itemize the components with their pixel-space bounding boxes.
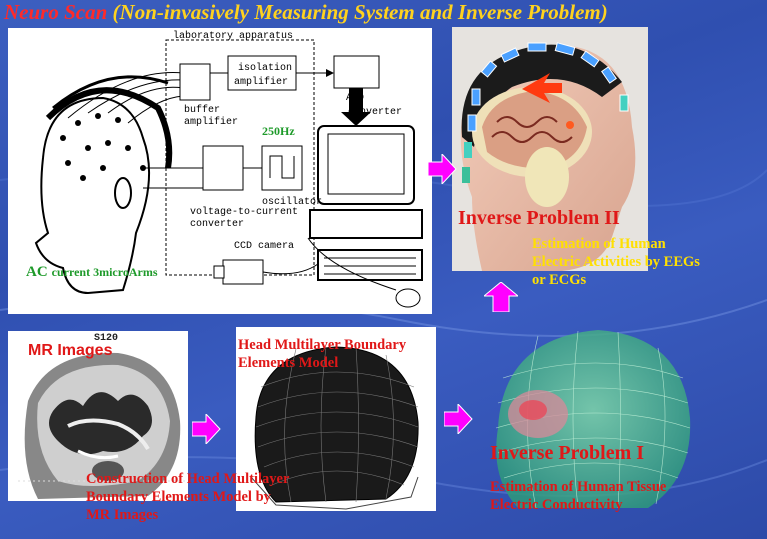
mr-image-panel: S120 MR Images — [8, 331, 188, 501]
inverse2-line2: Electric Activities by EEGs — [532, 254, 700, 271]
mr-images-label: MR Images — [28, 342, 113, 359]
wireframe-model-panel — [236, 327, 436, 511]
inverse2-desc: Estimation of Human Electric Activities … — [532, 235, 700, 289]
label-freq: 250Hz — [262, 124, 295, 138]
head-photo-drawing — [452, 27, 648, 271]
inverse2-line3: or ECGs — [532, 272, 587, 289]
arrow-up — [484, 282, 518, 312]
inverse1-line2: Electric Conductivity — [490, 497, 623, 514]
label-lab: laboratory apparatus — [173, 30, 293, 42]
label-ac-small: current 3microArms — [51, 265, 158, 279]
label-ac-big: AC — [26, 264, 48, 280]
title-sub: (Non-invasively Measuring System and Inv… — [112, 0, 608, 24]
mr-image-drawing — [8, 331, 188, 501]
arrow-right-top — [428, 154, 457, 184]
label-v2c2: converter — [190, 219, 244, 230]
title-main: Neuro Scan — [4, 0, 108, 24]
label-converter: converter — [348, 107, 402, 118]
mr-construction-caption: Construction of Head Multilayer Boundary… — [86, 470, 289, 524]
label-isolation: isolation — [238, 62, 292, 74]
label-ac: AC current 3microArms — [26, 262, 158, 282]
inverse2-line1: Estimation of Human — [532, 236, 666, 252]
label-isolation-amp: amplifier — [234, 76, 288, 88]
wireframe-model-drawing — [236, 327, 436, 511]
label-v2c: voltage-to-current — [190, 206, 298, 218]
model-line2: Elements Model — [238, 355, 339, 372]
inverse1-line1: Estimation of Human Tissue — [490, 479, 667, 495]
arrow-right-bottom-2 — [444, 404, 473, 434]
inverse2-title: Inverse Problem II — [458, 207, 620, 229]
mr-line2: Boundary Elements Model by — [86, 489, 271, 506]
mr-line1: Construction of Head Multilayer — [86, 471, 290, 487]
apparatus-drawing: laboratory apparatus isolation amplifier… — [34, 30, 423, 308]
model-line1: Head Multilayer Boundary — [238, 337, 407, 353]
mesh-head-drawing — [495, 330, 691, 509]
arrow-right-bottom-1 — [192, 414, 221, 444]
inverse1-desc: Estimation of Human Tissue Electric Cond… — [490, 478, 666, 514]
head-photo-panel — [452, 27, 648, 271]
label-buffer: buffer — [184, 104, 220, 116]
mr-slice-label: S120 — [94, 333, 119, 344]
mr-line3: MR Images — [86, 507, 159, 524]
inverse1-title: Inverse Problem I — [490, 442, 645, 464]
apparatus-panel: laboratory apparatus isolation amplifier… — [8, 28, 432, 314]
label-buffer-amp: amplifier — [184, 116, 238, 128]
label-ad: A/D — [346, 92, 364, 104]
page-title: Neuro Scan (Non-invasively Measuring Sys… — [4, 0, 608, 25]
label-ccd: CCD camera — [234, 241, 294, 252]
label-oscillator: oscillator — [262, 196, 322, 208]
model-label: Head Multilayer Boundary Elements Model — [238, 336, 406, 372]
